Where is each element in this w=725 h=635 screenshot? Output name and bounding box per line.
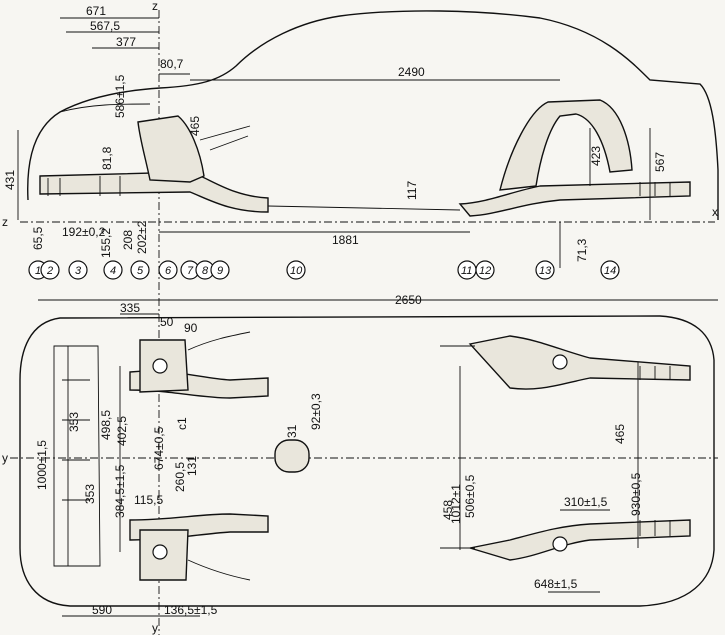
- floor-line: [267, 205, 461, 211]
- dim-81-8: 81,8: [100, 146, 114, 170]
- dim-465-top: 465: [188, 116, 202, 136]
- rear-frame-rail: [458, 181, 691, 217]
- hood-line: [59, 103, 151, 113]
- rear-rail-ribs: [639, 182, 671, 196]
- dim-192: 192±0,2: [62, 225, 106, 239]
- apron-ribs: [62, 379, 90, 501]
- label-c1: c1: [175, 417, 189, 430]
- dim-50: 50: [160, 315, 174, 329]
- front-braces: [187, 331, 251, 581]
- dim-458: 458: [441, 500, 455, 520]
- axis-label-z-left: z: [2, 215, 8, 229]
- dim-1000: 1000±1,5: [35, 440, 49, 490]
- rear-lower-rail: [469, 519, 691, 561]
- body-outline: [27, 10, 719, 220]
- rail-details: [47, 176, 121, 196]
- dim-465-plan: 465: [613, 424, 627, 444]
- dim-431: 431: [3, 170, 17, 190]
- axis-label-y-bottom: y: [152, 621, 158, 635]
- dim-674: 674±0,5: [152, 426, 166, 470]
- marker-2: 2: [46, 265, 53, 277]
- rear-mount-bottom: [552, 536, 568, 552]
- dim-155-2: 155,2: [99, 228, 113, 258]
- dim-80-7: 80,7: [160, 57, 184, 71]
- section-markers: 1 2 3 4 5 6 7 8 9 10 11 12 13 14: [28, 260, 620, 280]
- brace-lines: [199, 125, 251, 151]
- front-apron: [53, 345, 101, 567]
- marker-8: 8: [202, 265, 209, 277]
- marker-14: 14: [604, 265, 616, 277]
- dim-90: 90: [184, 321, 198, 335]
- dim-208: 208: [121, 230, 135, 250]
- dim-335: 335: [120, 301, 140, 315]
- marker-12: 12: [479, 265, 491, 277]
- central-hole: [274, 439, 310, 473]
- dim-384-5: 384,5±1,5: [113, 464, 127, 518]
- axis-label-x: x: [712, 205, 718, 219]
- dim-590: 590: [92, 603, 112, 617]
- dim-402-5: 402,5: [115, 416, 129, 446]
- plan-dimension-lines: [38, 299, 718, 617]
- marker-10: 10: [290, 265, 303, 277]
- marker-3: 3: [75, 265, 82, 277]
- marker-11: 11: [461, 265, 472, 277]
- marker-5: 5: [137, 265, 144, 277]
- dim-567: 567: [653, 152, 667, 172]
- side-view: [20, 10, 719, 635]
- plan-view: [10, 315, 718, 607]
- dim-506: 506±0,5: [463, 474, 477, 518]
- rear-wheel-arch: [499, 99, 633, 191]
- dim-1012: 1012±1: [449, 484, 463, 524]
- marker-7: 7: [187, 265, 194, 277]
- marker-1: 1: [35, 265, 41, 277]
- floor-outline: [19, 315, 715, 607]
- dim-567-5: 567,5: [90, 19, 120, 33]
- dim-377: 377: [116, 35, 136, 49]
- dim-498-5: 498,5: [99, 410, 113, 440]
- dim-136-5: 136,5±1,5: [164, 603, 218, 617]
- side-dimension-lines: [17, 17, 651, 268]
- marker-6: 6: [165, 265, 172, 277]
- dim-310: 310±1,5: [564, 495, 608, 509]
- dim-1881: 1881: [332, 233, 359, 247]
- dim-65-5: 65,5: [31, 226, 45, 250]
- dim-260-5: 260,5: [173, 462, 187, 492]
- dim-131: 131: [185, 456, 199, 476]
- dim-586: 586±1,5: [113, 74, 127, 118]
- dim-353-bottom: 353: [83, 484, 97, 504]
- dim-115-5: 115,5: [134, 493, 163, 507]
- rear-upper-rail: [468, 335, 691, 390]
- marker-4: 4: [110, 265, 116, 277]
- dim-71-3: 71,3: [575, 238, 589, 262]
- rear-mount-top: [552, 354, 568, 370]
- dim-92: 92±0,3: [309, 393, 323, 430]
- axis-label-z-top: z: [152, 0, 158, 13]
- dim-117: 117: [405, 181, 419, 200]
- marker-13: 13: [539, 265, 552, 277]
- marker-9: 9: [217, 265, 223, 277]
- dim-353-top: 353: [67, 412, 81, 432]
- dim-930: 930±0,5: [629, 472, 643, 516]
- dim-671: 671: [86, 4, 106, 18]
- front-suspension-tower: [137, 115, 205, 183]
- front-mount-top: [152, 358, 168, 374]
- rear-rail-ribs-plan: [639, 366, 671, 536]
- dim-648: 648±1,5: [534, 577, 578, 591]
- dim-2490: 2490: [398, 65, 425, 79]
- axis-label-y-left: y: [2, 451, 8, 465]
- rear-stubs: [440, 345, 475, 549]
- dim-2650: 2650: [395, 293, 422, 307]
- dim-31: 31: [285, 424, 299, 438]
- dim-202: 202±2: [135, 220, 149, 254]
- dim-423: 423: [589, 146, 603, 166]
- front-mount-bottom: [152, 544, 168, 560]
- front-frame-rail: [39, 171, 269, 213]
